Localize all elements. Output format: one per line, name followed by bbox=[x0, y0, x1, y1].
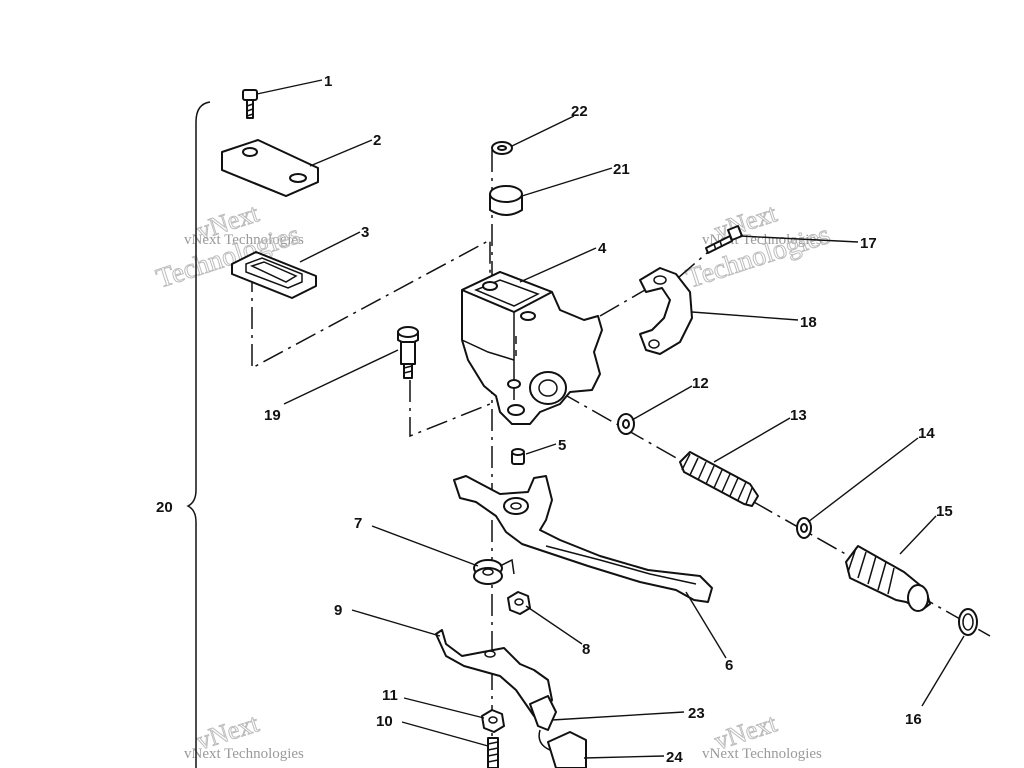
callout-14: 14 bbox=[918, 425, 935, 442]
watermark-top-right: vNext vNext Technologies Technologies bbox=[682, 198, 834, 295]
callout-18: 18 bbox=[800, 314, 817, 331]
part-snap-ring-16 bbox=[958, 608, 978, 636]
part-washer-14 bbox=[796, 517, 812, 539]
callout-13: 13 bbox=[790, 407, 807, 424]
part-spring-13 bbox=[679, 451, 759, 507]
part-bracket-9 bbox=[435, 629, 553, 717]
callout-7: 7 bbox=[354, 515, 362, 532]
center-line-cover bbox=[251, 238, 491, 370]
callout-12: 12 bbox=[692, 375, 709, 392]
callout-2: 2 bbox=[373, 132, 381, 149]
callout-5: 5 bbox=[558, 437, 566, 454]
part-diaphragm-3 bbox=[231, 251, 317, 299]
watermark-line: vNext Technologies bbox=[184, 746, 304, 762]
part-nut-8 bbox=[507, 591, 531, 615]
part-spring-7 bbox=[473, 558, 515, 585]
callout-22: 22 bbox=[571, 103, 588, 120]
callout-labels: 1 2 3 4 5 6 7 8 9 10 11 12 13 14 15 16 1… bbox=[156, 73, 953, 766]
center-line-clamp bbox=[599, 289, 646, 317]
center-line-bolt-19 bbox=[409, 380, 491, 438]
watermark-line: vNext Technologies bbox=[184, 232, 304, 248]
watermark-line: vNext Technologies bbox=[702, 746, 822, 762]
callout-21: 21 bbox=[613, 161, 630, 178]
callout-11: 11 bbox=[382, 687, 398, 704]
callout-9: 9 bbox=[334, 602, 342, 619]
part-pin-5 bbox=[511, 448, 525, 465]
callout-24: 24 bbox=[666, 749, 683, 766]
part-clamp-18 bbox=[639, 267, 693, 355]
part-bolt-10 bbox=[487, 737, 499, 768]
leader-lines bbox=[256, 79, 965, 759]
part-bushing-21 bbox=[489, 185, 523, 216]
callout-4: 4 bbox=[598, 240, 607, 257]
watermark-bottom-right: vNext vNext Technologies bbox=[702, 708, 822, 762]
callout-17: 17 bbox=[860, 235, 877, 252]
callout-10: 10 bbox=[376, 713, 393, 730]
part-washer-22 bbox=[491, 141, 513, 155]
callout-19: 19 bbox=[264, 407, 281, 424]
watermark-bottom-left: vNext vNext Technologies bbox=[184, 708, 304, 762]
callout-8: 8 bbox=[582, 641, 590, 658]
part-connector-24 bbox=[547, 731, 587, 768]
callout-1: 1 bbox=[324, 73, 332, 90]
part-brake-lever-6 bbox=[453, 475, 713, 603]
callout-20: 20 bbox=[156, 499, 173, 516]
callout-15: 15 bbox=[936, 503, 953, 520]
callout-6: 6 bbox=[725, 657, 733, 674]
part-bolt-19 bbox=[397, 326, 419, 379]
part-screw-1 bbox=[242, 89, 258, 119]
callout-23: 23 bbox=[688, 705, 705, 722]
callout-3: 3 bbox=[361, 224, 369, 241]
part-switch-23 bbox=[529, 695, 557, 751]
part-master-cylinder-4 bbox=[461, 271, 603, 425]
part-washer-12 bbox=[617, 413, 635, 435]
callout-16: 16 bbox=[905, 711, 922, 728]
part-piston-15 bbox=[845, 545, 931, 612]
assembly-bracket bbox=[186, 101, 211, 768]
part-reservoir-cover-2 bbox=[221, 139, 319, 197]
part-nut-11 bbox=[481, 709, 505, 733]
